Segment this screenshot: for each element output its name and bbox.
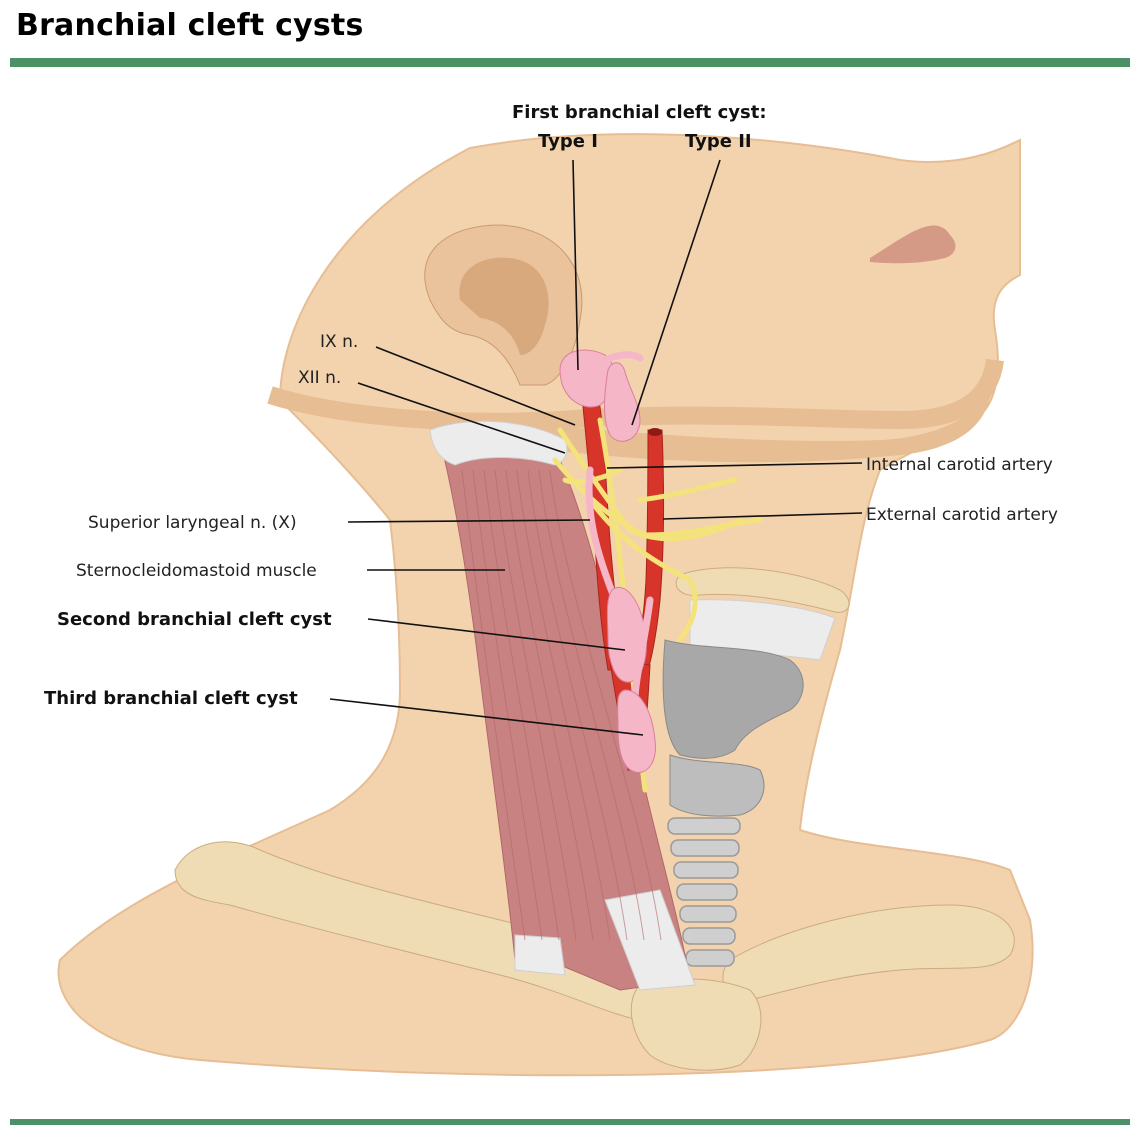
first-cyst-duct (596, 351, 644, 366)
xii-nerve (552, 457, 763, 538)
top-divider (10, 58, 1130, 67)
scm-fiber (538, 469, 645, 941)
label-third-cyst: Third branchial cleft cyst (44, 688, 298, 709)
scm-fiber (494, 469, 577, 941)
label-internal-carotid: Internal carotid artery (866, 455, 1053, 475)
leader-ix-nerve (375, 346, 576, 426)
label-type-i: Type I (538, 131, 598, 152)
trachea (667, 817, 741, 967)
leader-xii-nerve (357, 382, 566, 454)
trachea-ring (679, 905, 737, 923)
second-cyst-tract (585, 466, 619, 604)
ear-inner (459, 257, 549, 355)
sternum (630, 978, 762, 1071)
cricoid-cartilage (669, 754, 765, 817)
leader-type-ii (631, 159, 721, 426)
scm-fiber (472, 469, 543, 941)
scm-tendon-bottom-right (604, 889, 696, 991)
leader-external-carotid (662, 512, 863, 520)
scm-fiber (516, 469, 611, 941)
third-branchial-cleft-cyst (617, 689, 656, 774)
scm-fibers (461, 469, 662, 941)
trachea-ring (685, 949, 735, 967)
trachea-ring (676, 883, 738, 901)
label-second-cyst: Second branchial cleft cyst (57, 609, 332, 630)
page-title: Branchial cleft cysts (16, 8, 364, 43)
trachea-ring (682, 927, 736, 945)
label-xii-nerve: XII n. (298, 368, 341, 388)
jaw-line (267, 358, 1004, 431)
trachea-ring (667, 817, 741, 835)
leader-second-cyst (367, 618, 626, 651)
leader-type-i (572, 159, 579, 371)
leader-superior-laryngeal (347, 519, 591, 523)
label-type-ii: Type II (685, 131, 752, 152)
scm-tendon-top (429, 420, 568, 466)
leader-internal-carotid (606, 462, 863, 469)
jaw-inner (480, 395, 990, 463)
label-scm: Sternocleidomastoid muscle (76, 561, 317, 581)
label-first-cyst-header: First branchial cleft cyst: (512, 102, 767, 123)
leader-third-cyst (329, 698, 644, 736)
scm-fiber (505, 469, 594, 941)
bottom-divider (10, 1119, 1130, 1125)
label-external-carotid: External carotid artery (866, 505, 1058, 525)
scm-fiber (483, 469, 560, 941)
label-superior-laryngeal: Superior laryngeal n. (X) (88, 513, 297, 533)
trachea-ring (673, 861, 739, 879)
trachea-ring (670, 839, 740, 857)
leader-lines (329, 159, 863, 736)
scm-fiber (461, 469, 526, 941)
external-carotid-lumen (648, 428, 662, 436)
thyroid-cartilage (662, 639, 804, 759)
label-ix-nerve: IX n. (320, 332, 358, 352)
scm-fiber (527, 469, 628, 941)
scm-tendon-bottom-left (514, 934, 566, 976)
lips (870, 225, 956, 264)
scm-fiber (549, 469, 662, 941)
second-branchial-cleft-cyst (606, 587, 647, 683)
first-branchial-cleft-cyst-type-ii (604, 362, 641, 442)
nerve-branch-a (637, 477, 738, 503)
